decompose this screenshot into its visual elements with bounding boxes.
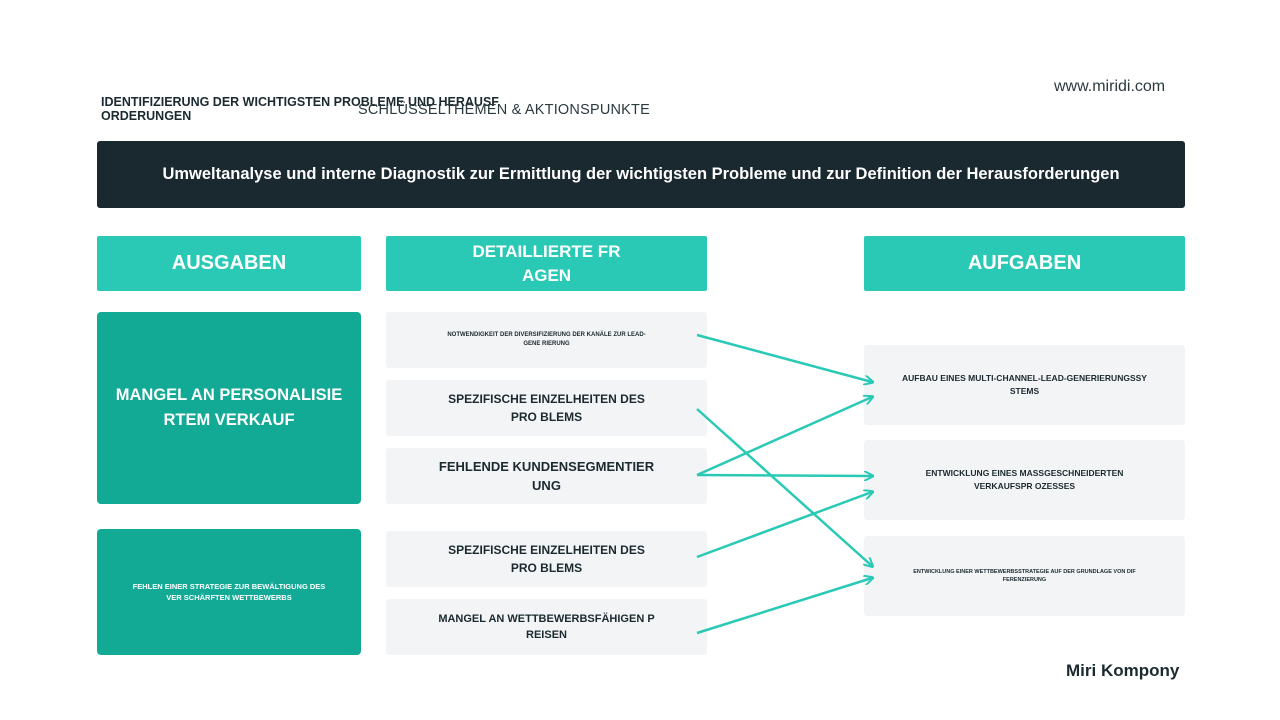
page-title: IDENTIFIZIERUNG DER WICHTIGSTEN PROBLEME… bbox=[101, 95, 499, 123]
connector-arrow bbox=[696, 333, 872, 382]
question-card-problem-details-1: SPEZIFISCHE EINZELHEITEN DES PRO BLEMS bbox=[386, 380, 707, 436]
task-card-lead-generation-system: AUFBAU EINES MULTI-CHANNEL-LEAD-GENERIER… bbox=[864, 345, 1185, 425]
issue-card-personalized-sales: MANGEL AN PERSONALISIE RTEM VERKAUF bbox=[97, 312, 361, 504]
question-card-competitive-prices: MANGEL AN WETTBEWERBSFähIGEN P REISEN bbox=[386, 599, 707, 655]
page-subtitle: SCHLÜSSELTHEMEN & AKTIONSPUNKTE bbox=[358, 102, 650, 118]
website-url[interactable]: www.miridi.com bbox=[1054, 78, 1166, 95]
question-card-customer-segmentation: FEHLENDE KUNDENSEGMENTIER UNG bbox=[386, 448, 707, 504]
task-card-competition-strategy: ENTWICKLUNG EINER WETTBEWERBSSTRATEGIE A… bbox=[864, 536, 1185, 616]
task-card-custom-sales-process: ENTWICKLUNG EINES MASSGESCHNEIDERTEN VER… bbox=[864, 440, 1185, 520]
heading-ausgaben: AUSGABEN bbox=[97, 236, 361, 291]
connector-arrow bbox=[696, 475, 872, 476]
company-name: Miri Kompony bbox=[1066, 661, 1180, 680]
question-card-problem-details-2: SPEZIFISCHE EINZELHEITEN DES PRO BLEMS bbox=[386, 531, 707, 587]
analysis-banner-text: Umweltanalyse und interne Diagnostik zur… bbox=[162, 165, 1120, 183]
connector-arrow bbox=[696, 397, 872, 477]
issue-card-competition-strategy: FEHLEN EINER STRATEGIE ZUR BEWÄLTIGUNG D… bbox=[97, 529, 361, 655]
connector-arrow bbox=[696, 492, 872, 559]
heading-detailed-questions: DETAILLIERTE FR AGEN bbox=[386, 236, 707, 291]
connector-arrow bbox=[696, 408, 872, 566]
question-card-channel-diversification: NOTWENDIGKEIT DER DIVERSIFIZIERUNG DER K… bbox=[386, 312, 707, 368]
connector-arrow bbox=[696, 578, 872, 635]
heading-aufgaben: AUFGABEN bbox=[864, 236, 1185, 291]
analysis-banner: Umweltanalyse und interne Diagnostik zur… bbox=[97, 141, 1185, 208]
